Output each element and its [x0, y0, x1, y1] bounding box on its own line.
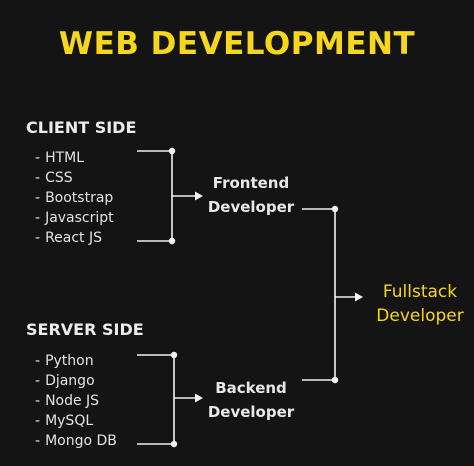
dash-icon: -	[35, 150, 41, 166]
list-item-label: HTML	[45, 150, 85, 166]
list-item-label: Mongo DB	[45, 433, 117, 449]
list-item-label: Django	[45, 373, 95, 389]
list-item-label: Node JS	[45, 393, 100, 409]
dash-icon: -	[35, 230, 41, 246]
list-item: -Python	[35, 351, 117, 371]
arrowhead-icon	[195, 191, 203, 201]
frontend-developer-label: Frontend Developer	[196, 171, 306, 219]
list-item: -CSS	[35, 168, 114, 188]
arrowhead-icon	[355, 292, 363, 302]
list-item-label: CSS	[45, 170, 73, 186]
junction-dot	[168, 147, 176, 155]
backend-bracket	[137, 354, 175, 445]
list-item: -Django	[35, 371, 117, 391]
dash-icon: -	[35, 353, 41, 369]
fullstack-line-1: Fullstack	[382, 282, 458, 302]
list-item: -Mongo DB	[35, 431, 117, 451]
backend-line-1: Backend	[215, 379, 287, 397]
list-item-label: Bootstrap	[45, 190, 114, 206]
list-item-label: MySQL	[45, 413, 94, 429]
client-side-list: -HTML -CSS -Bootstrap -Javascript -React…	[35, 148, 114, 248]
junction-dot	[331, 205, 339, 213]
junction-dot	[331, 376, 339, 384]
junction-dot	[168, 237, 176, 245]
list-item: -Bootstrap	[35, 188, 114, 208]
junction-dot	[170, 440, 178, 448]
backend-line-2: Developer	[207, 403, 295, 421]
dash-icon: -	[35, 373, 41, 389]
dash-icon: -	[35, 433, 41, 449]
list-item: -React JS	[35, 228, 114, 248]
list-item: -MySQL	[35, 411, 117, 431]
frontend-bracket	[137, 150, 173, 242]
dash-icon: -	[35, 170, 41, 186]
backend-developer-label: Backend Developer	[196, 376, 306, 424]
list-item-label: Python	[45, 353, 94, 369]
list-item: -Node JS	[35, 391, 117, 411]
fullstack-line-2: Developer	[376, 306, 464, 326]
list-item-label: React JS	[45, 230, 103, 246]
dash-icon: -	[35, 413, 41, 429]
list-item: -Javascript	[35, 208, 114, 228]
junction-dot	[170, 351, 178, 359]
client-side-heading: CLIENT SIDE	[26, 118, 137, 137]
frontend-line-1: Frontend	[212, 174, 290, 192]
page-title: WEB DEVELOPMENT	[58, 26, 416, 62]
dash-icon: -	[35, 393, 41, 409]
dash-icon: -	[35, 210, 41, 226]
fullstack-developer-label: Fullstack Developer	[368, 280, 472, 328]
frontend-line-2: Developer	[207, 198, 295, 216]
arrowhead-icon	[195, 393, 203, 403]
server-side-heading: SERVER SIDE	[26, 320, 144, 339]
list-item-label: Javascript	[45, 210, 114, 226]
list-item: -HTML	[35, 148, 114, 168]
dash-icon: -	[35, 190, 41, 206]
server-side-list: -Python -Django -Node JS -MySQL -Mongo D…	[35, 351, 117, 451]
fullstack-bracket	[302, 208, 336, 381]
